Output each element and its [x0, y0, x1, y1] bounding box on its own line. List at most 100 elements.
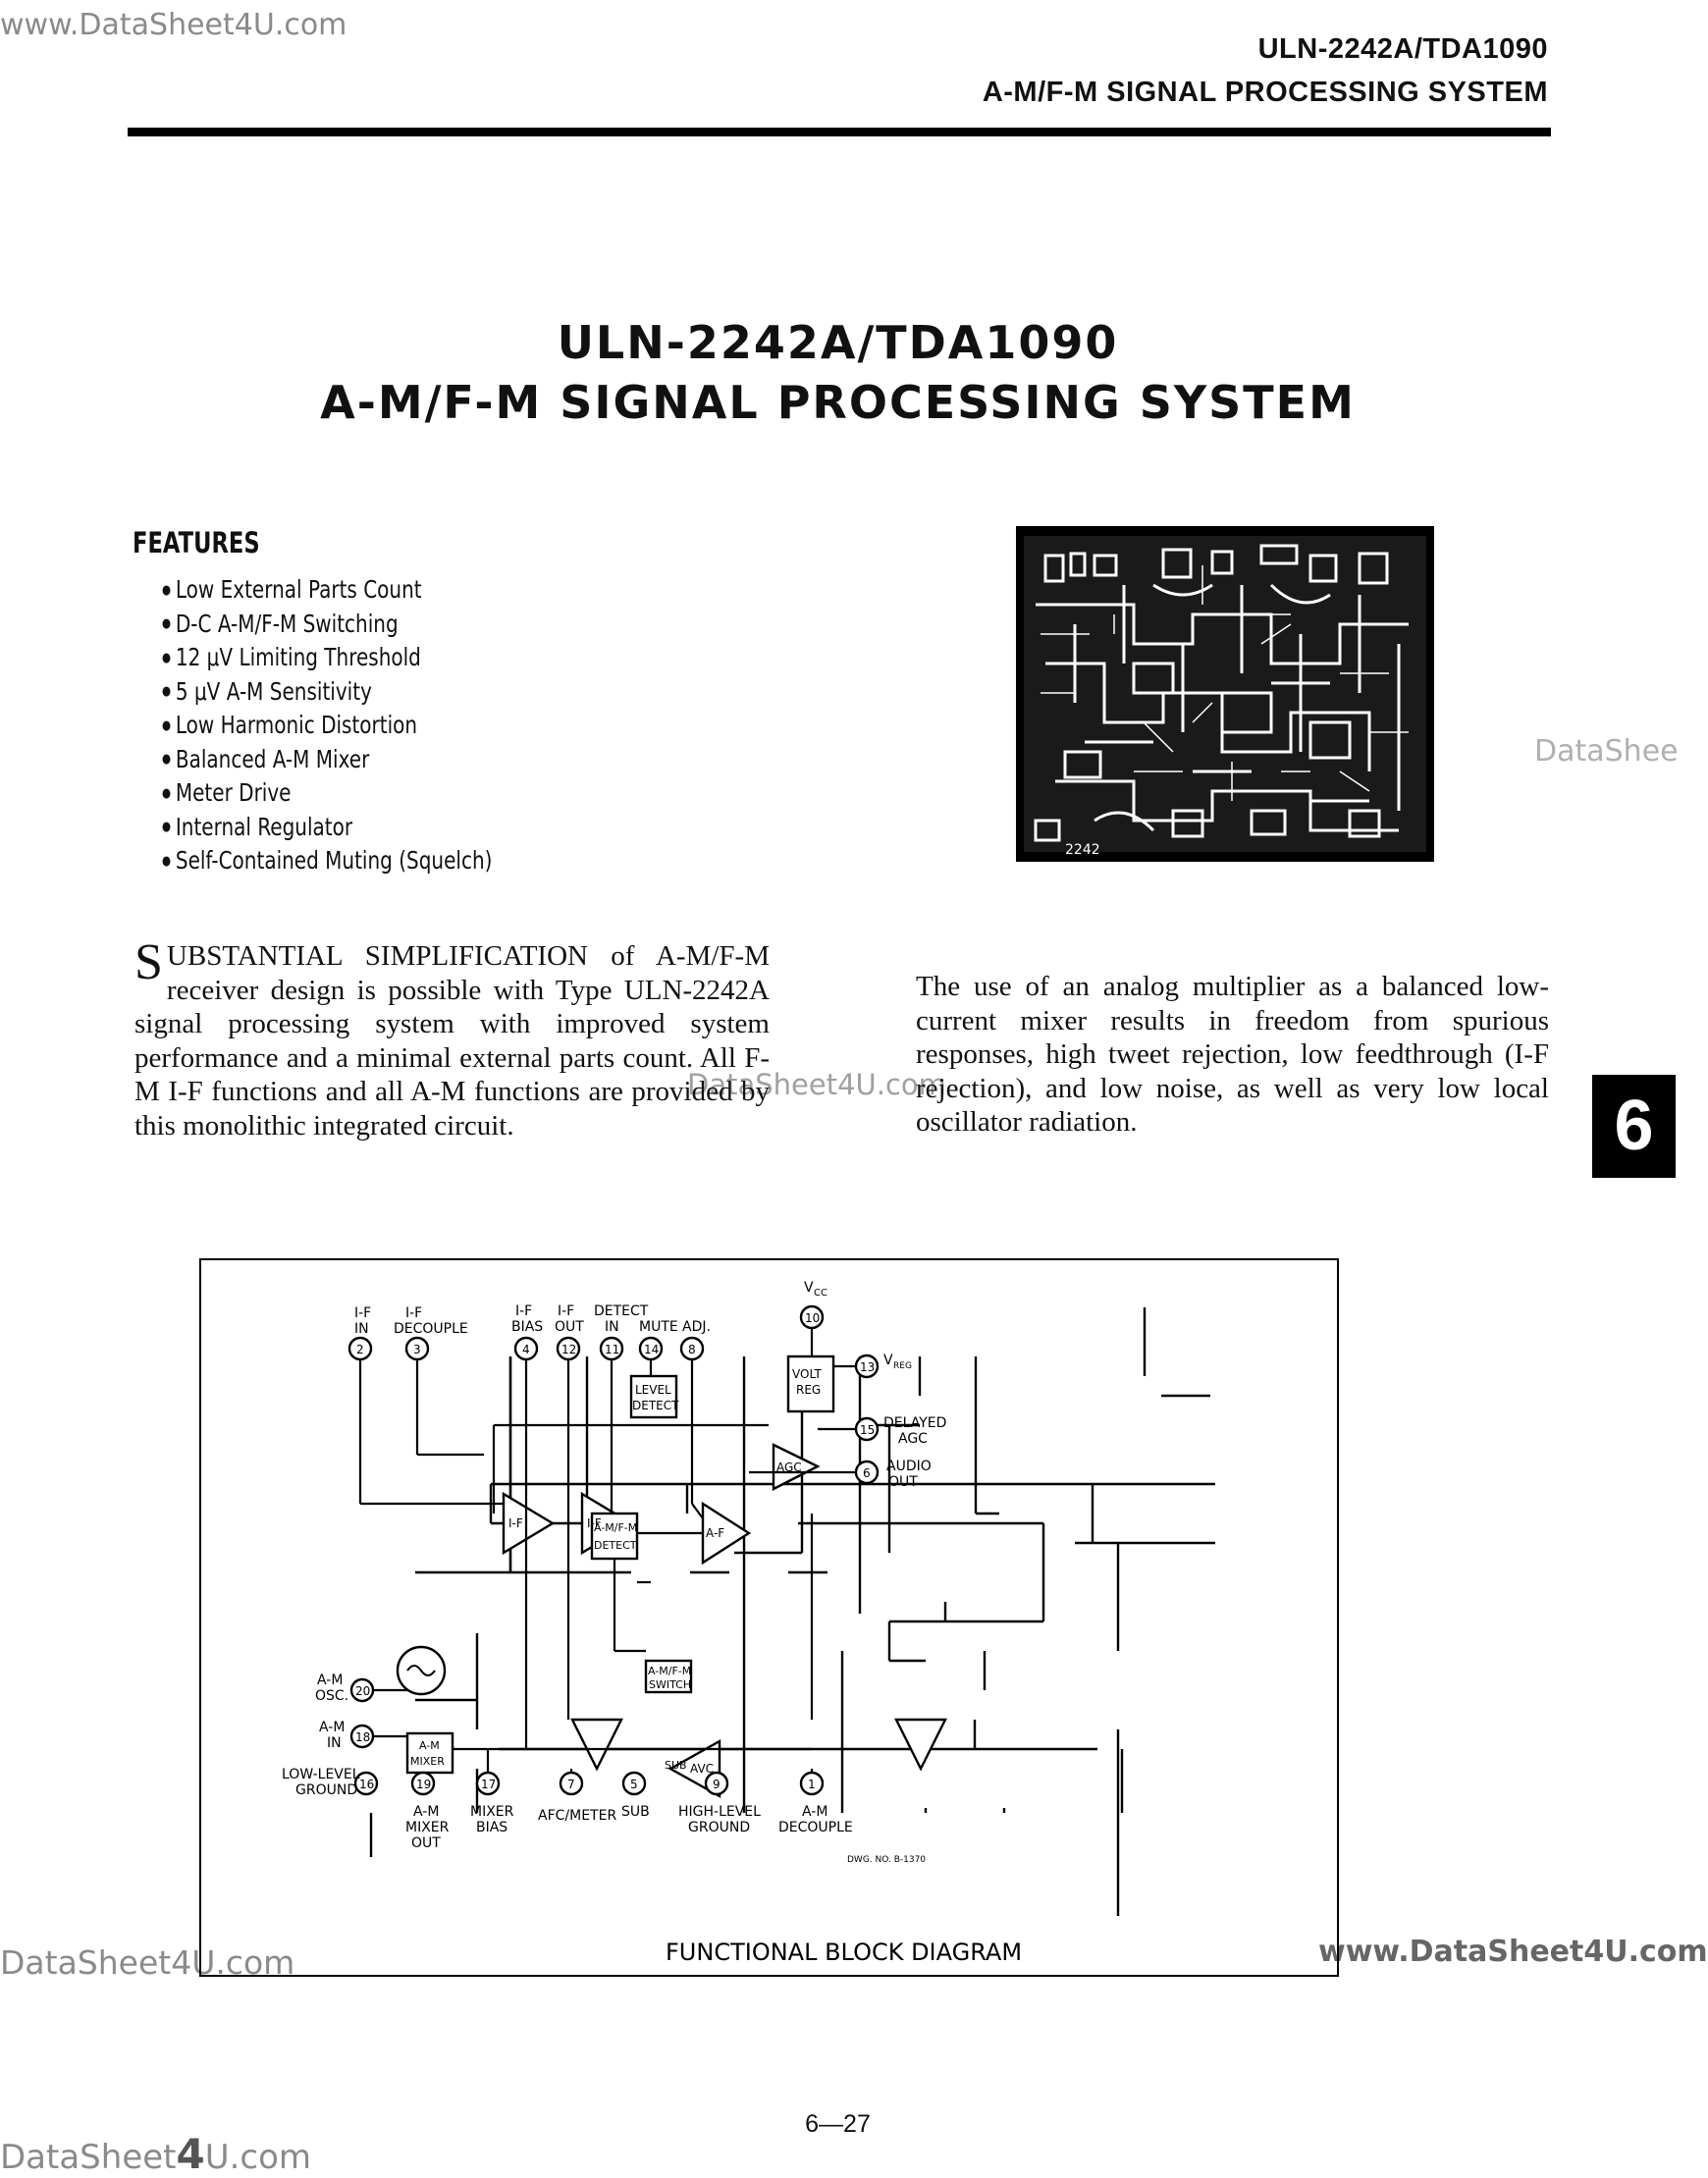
block-label: VOLT: [792, 1367, 822, 1381]
pin-label: V: [883, 1353, 893, 1368]
page-subtitle: A-M/F-M SIGNAL PROCESSING SYSTEM: [320, 376, 1356, 429]
watermark-bottom-right: www.DataSheet4U.com: [1318, 1935, 1708, 1969]
watermark-footer-big: 4: [176, 2130, 205, 2178]
feature-item: 5 μV A-M Sensitivity: [162, 675, 492, 710]
pin-label: V: [804, 1280, 814, 1296]
chip-die-photo: 2242: [1016, 526, 1434, 862]
block-label: A-M/F-M: [594, 1521, 637, 1534]
pin-19: [410, 1771, 436, 1796]
pin-16: [353, 1771, 379, 1796]
pin-number: 17: [481, 1778, 496, 1791]
block-label: AGC: [776, 1461, 802, 1474]
pin-label: I-F: [515, 1303, 532, 1319]
pin-label: MIXER: [470, 1804, 514, 1820]
pin-circles: [347, 1304, 880, 1796]
feature-item: 12 μV Limiting Threshold: [162, 641, 492, 675]
pin-label: REG: [893, 1361, 912, 1371]
pin-number: 16: [359, 1778, 374, 1791]
pin-label: BIAS: [476, 1820, 507, 1835]
diagram-caption: FUNCTIONAL BLOCK DIAGRAM: [666, 1939, 1022, 1966]
chip-die-label: 2242: [1065, 842, 1100, 858]
pin-number: 9: [713, 1778, 721, 1791]
pin-label: A-M: [413, 1804, 439, 1820]
pin-number: 11: [605, 1343, 619, 1356]
block-label: A-F: [706, 1526, 724, 1540]
pin-label: ADJ.: [682, 1319, 711, 1335]
block-label: SUB: [665, 1759, 687, 1772]
pin-number: 13: [860, 1360, 875, 1374]
header-rule: [128, 128, 1551, 136]
section-tab: 6: [1592, 1075, 1676, 1178]
page-number: 6—27: [805, 2110, 871, 2138]
block-label: LEVEL: [635, 1383, 671, 1397]
pin-label: DETECT: [594, 1303, 649, 1319]
block-label: DETECT: [594, 1539, 637, 1552]
pin-label: A-M: [319, 1720, 345, 1735]
block-label: MIXER: [410, 1755, 445, 1768]
intro-paragraph-right: The use of an analog multiplier as a bal…: [916, 971, 1549, 1138]
pin-label: HIGH-LEVEL: [678, 1804, 761, 1820]
pin-label: IN: [605, 1319, 619, 1335]
feature-item: Low External Parts Count: [162, 573, 492, 608]
amfm-detect-block: [590, 1512, 639, 1561]
drawing-number: DWG. NO. B-1370: [847, 1855, 926, 1865]
pin-label: AUDIO: [886, 1459, 932, 1474]
pin-number: 5: [630, 1778, 638, 1791]
watermark-footer: DataSheet4U.com: [0, 2130, 311, 2178]
feature-item: Internal Regulator: [162, 811, 492, 845]
pin-label: DECOUPLE: [778, 1820, 853, 1835]
pin-9: [704, 1771, 729, 1796]
intro-paragraph-left-text: UBSTANTIAL SIMPLIFICATION of A-M/F-M rec…: [134, 940, 770, 1142]
block-label: DETECT: [632, 1399, 679, 1412]
pin-label: IN: [327, 1735, 342, 1751]
pin-number: 10: [805, 1311, 820, 1325]
pin-label: OUT: [555, 1319, 584, 1335]
pin-label: IN: [354, 1321, 369, 1337]
pin-label: AFC/METER: [538, 1808, 616, 1824]
block-label: SWITCH: [649, 1678, 691, 1691]
pin-label: OSC.: [315, 1688, 348, 1704]
pin-number: 15: [860, 1423, 875, 1437]
pin-number: 18: [355, 1730, 370, 1744]
pin-label: MUTE: [639, 1319, 678, 1335]
feature-item: Balanced A-M Mixer: [162, 743, 492, 777]
pin-label: AGC: [898, 1431, 928, 1447]
pin-label: DELAYED: [883, 1415, 946, 1431]
pin-label: GROUND: [688, 1820, 750, 1835]
functional-block-diagram: I-F IN 2 I-F DECOUPLE 3 I-F BIAS 4 I-F O…: [282, 1280, 1215, 1966]
pin-number: 8: [688, 1343, 696, 1356]
pin-number: 2: [356, 1343, 364, 1356]
agc-amp: [772, 1443, 821, 1491]
pin-number: 4: [522, 1343, 530, 1356]
diagram-labels: I-F IN 2 I-F DECOUPLE 3 I-F BIAS 4 I-F O…: [282, 1280, 1022, 1966]
pin-number: 3: [413, 1343, 421, 1356]
pin-label: GROUND: [295, 1782, 357, 1798]
pin-number: 1: [808, 1778, 816, 1791]
pin-number: 20: [355, 1684, 370, 1698]
diagram-border: [199, 1258, 1339, 1977]
block-label: AVC: [690, 1762, 714, 1776]
pin-label: CC: [814, 1288, 827, 1299]
pin-label: I-F: [558, 1303, 574, 1319]
feature-item: D-C A-M/F-M Switching: [162, 608, 492, 642]
watermark-right: DataShee: [1534, 734, 1679, 769]
pin-label: OUT: [888, 1474, 918, 1490]
watermark-top-left: www.DataSheet4U.com: [0, 8, 347, 42]
pin-number: 6: [863, 1466, 871, 1480]
pin-label: BIAS: [511, 1319, 543, 1335]
if-amp-1: [502, 1491, 556, 1556]
block-label: A-M/F-M: [648, 1665, 691, 1677]
feature-item: Low Harmonic Distortion: [162, 709, 492, 743]
pin-number: 14: [644, 1343, 659, 1356]
feature-item: Self-Contained Muting (Squelch): [162, 844, 493, 878]
feature-item: Meter Drive: [162, 776, 492, 811]
watermark-middle: DataSheet4U.com: [687, 1068, 946, 1101]
pin-label: DECOUPLE: [394, 1321, 468, 1337]
features-heading: FEATURES: [133, 526, 260, 559]
pin-number: 19: [416, 1778, 431, 1791]
pin-label: I-F: [405, 1305, 422, 1321]
watermark-footer-suffix: U.com: [204, 2138, 312, 2177]
block-label: REG: [796, 1383, 821, 1397]
amfm-switch-block: [644, 1659, 693, 1694]
